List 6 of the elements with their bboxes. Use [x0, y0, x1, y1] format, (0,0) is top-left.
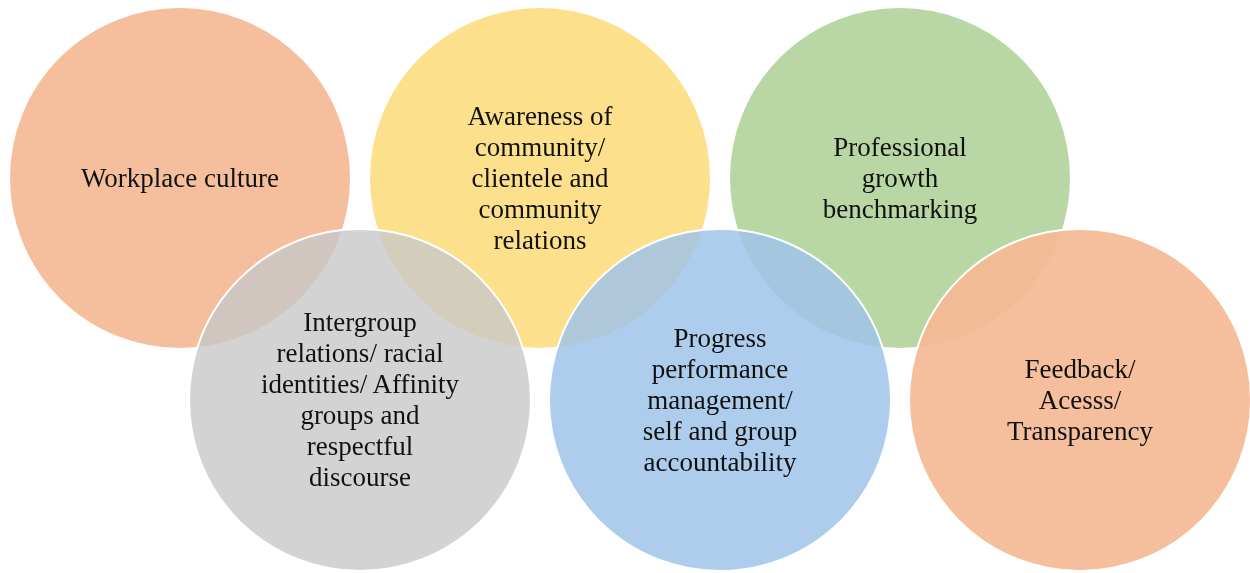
circle-label: Professional growth benchmarking [821, 131, 979, 225]
circle-label: Workplace culture [80, 162, 280, 194]
circle-label: Intergroup relations/ racial identities/ Affinity groups and respectful discourse [260, 307, 460, 493]
circle-label: Progress performance management/ self and group accountability [641, 322, 799, 478]
circle-label: Feedback/ Acesss/ Transparency [1006, 353, 1154, 447]
circle-label: Awareness of community/ clientele and community relations [466, 100, 614, 256]
